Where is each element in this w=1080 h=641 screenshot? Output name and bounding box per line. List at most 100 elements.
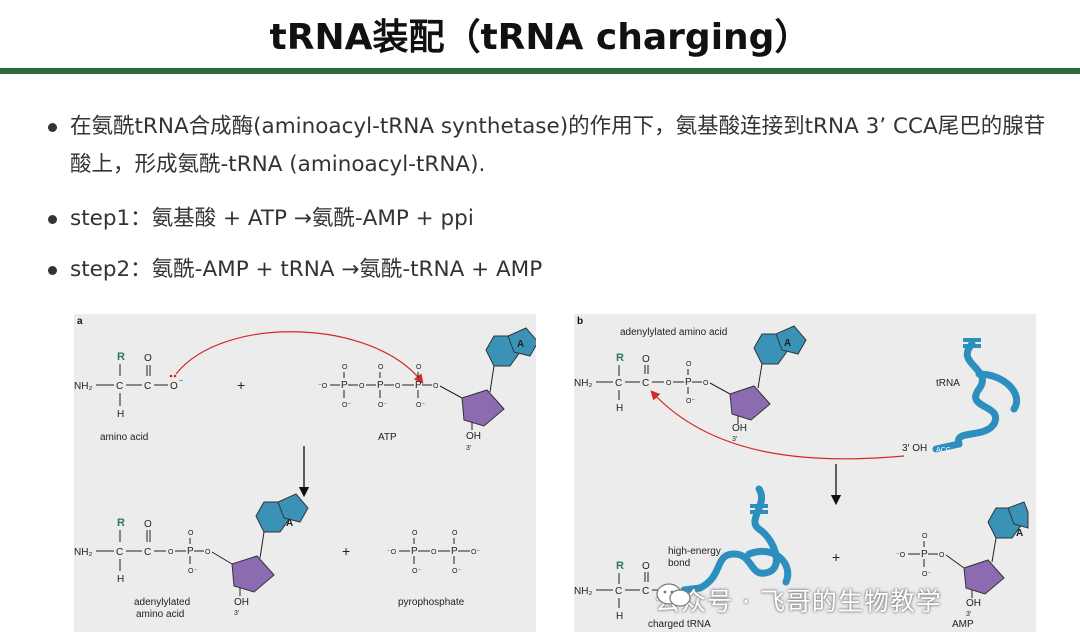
atp-structure: ⁻O P O P O P O O O O O⁻ O⁻ O⁻ A OH 3′: [318, 327, 536, 452]
adenylylated-amino-acid-structure: R NH₂ C H C O O P O O⁻ O A OH 3′: [574, 325, 807, 443]
wechat-logo-icon: [656, 583, 691, 607]
svg-text:NH₂: NH₂: [74, 381, 92, 392]
svg-text:C: C: [615, 586, 622, 597]
panel-a-letter: a: [77, 316, 83, 327]
pyrophosphate-structure: ⁻O P O P O⁻ O O O⁻ O⁻: [387, 530, 480, 575]
adenylylated-label-line1: adenylylated: [134, 597, 190, 608]
oh-label: OH: [966, 598, 981, 609]
atp-label: ATP: [378, 432, 397, 443]
three-prime-label: 3′: [732, 436, 738, 443]
amp-label: AMP: [952, 619, 974, 630]
panel-a-diagram: a R NH₂ C H C O O − amino acid + ⁻O P O …: [74, 316, 536, 620]
svg-text:NH₂: NH₂: [574, 378, 592, 389]
svg-text:C: C: [116, 547, 123, 558]
svg-text:O⁻: O⁻: [342, 402, 351, 409]
title-divider: [0, 68, 1080, 74]
svg-text:O⁻: O⁻: [452, 568, 461, 575]
oh-label: OH: [732, 423, 747, 434]
svg-text:O: O: [342, 364, 348, 371]
charged-trna-label: charged tRNA: [648, 619, 711, 630]
svg-text:C: C: [144, 381, 151, 392]
svg-text:O⁻: O⁻: [922, 571, 931, 578]
bullet-item: step1：氨基酸 + ATP →氨酰-AMP + ppi: [48, 200, 1058, 238]
svg-text:O: O: [703, 380, 709, 387]
svg-text:P: P: [341, 380, 348, 391]
plus-sign: +: [832, 549, 840, 565]
svg-text:O⁻: O⁻: [378, 402, 387, 409]
bullet-text: step1：氨基酸 + ATP →氨酰-AMP + ppi: [70, 206, 474, 231]
svg-text:⁻O: ⁻O: [896, 552, 906, 559]
svg-text:O: O: [433, 383, 439, 390]
svg-text:O: O: [452, 530, 458, 537]
bullet-list: 在氨酰tRNA合成酶(aminoacyl-tRNA synthetase)的作用…: [48, 108, 1058, 289]
svg-text:H: H: [117, 409, 124, 420]
svg-text:H: H: [616, 403, 623, 414]
svg-text:C: C: [615, 378, 622, 389]
amino-acid-structure: R NH₂ C H C O O −: [74, 351, 183, 420]
svg-text:O: O: [431, 549, 437, 556]
adenylylated-amino-acid-structure: R NH₂ C H C O O P O O⁻ O A OH 3′: [74, 493, 309, 617]
svg-text:O⁻: O⁻: [412, 568, 421, 575]
svg-text:O: O: [412, 530, 418, 537]
svg-text:R: R: [117, 351, 125, 363]
svg-text:O: O: [395, 383, 401, 390]
bullet-dot-icon: [48, 215, 57, 224]
svg-text:H: H: [117, 574, 124, 585]
adenine-label: A: [1016, 528, 1023, 539]
figure-panel-b: b adenylylated amino acid R NH₂ C H C O …: [574, 314, 1036, 632]
bullet-text: step2：氨酰-AMP + tRNA →氨酰-tRNA + AMP: [70, 257, 543, 282]
svg-text:P: P: [377, 380, 384, 391]
bullet-text: 在氨酰tRNA合成酶(aminoacyl-tRNA synthetase)的作用…: [70, 114, 1046, 177]
svg-text:O: O: [666, 380, 672, 387]
svg-text:NH₂: NH₂: [574, 586, 592, 597]
svg-text:H: H: [616, 611, 623, 622]
trna-label: tRNA: [936, 378, 960, 389]
bullet-dot-icon: [48, 266, 57, 275]
figure-panel-a: a R NH₂ C H C O O − amino acid + ⁻O P O …: [74, 314, 536, 632]
high-energy-label-line1: high-energy: [668, 546, 721, 557]
svg-text:O: O: [686, 361, 692, 368]
svg-text:R: R: [616, 352, 624, 364]
watermark: 公众号 · 飞哥的生物教学: [655, 582, 942, 618]
acc-label: ACC: [936, 447, 951, 454]
svg-text:O: O: [144, 353, 152, 364]
svg-text:O: O: [939, 552, 945, 559]
svg-text:P: P: [451, 546, 458, 557]
adenine-label: A: [286, 518, 293, 529]
svg-text:O: O: [922, 533, 928, 540]
svg-text:⁻O: ⁻O: [387, 549, 397, 556]
bullet-dot-icon: [48, 123, 57, 132]
svg-text:C: C: [642, 586, 649, 597]
svg-text:O: O: [642, 354, 650, 365]
svg-text:O⁻: O⁻: [416, 402, 425, 409]
watermark-text: 公众号 · 飞哥的生物教学: [655, 587, 942, 616]
svg-text:O: O: [170, 381, 178, 392]
svg-text:−: −: [179, 378, 183, 385]
svg-text:R: R: [616, 560, 624, 572]
svg-text:P: P: [415, 380, 422, 391]
svg-text:R: R: [117, 517, 125, 529]
svg-text:O: O: [416, 364, 422, 371]
plus-sign: +: [237, 377, 245, 393]
adenine-label: A: [784, 338, 791, 349]
trna-structure: ACC: [932, 338, 1020, 454]
svg-text:O: O: [642, 561, 650, 572]
svg-text:P: P: [685, 377, 692, 388]
svg-text:O⁻: O⁻: [471, 549, 480, 556]
svg-text:C: C: [144, 547, 151, 558]
plus-sign: +: [342, 543, 350, 559]
svg-text:O⁻: O⁻: [188, 568, 197, 575]
panel-b-letter: b: [577, 316, 583, 327]
oh-label: OH: [466, 431, 481, 442]
pyrophosphate-label: pyrophosphate: [398, 597, 465, 608]
svg-text:C: C: [116, 381, 123, 392]
svg-text:P: P: [411, 546, 418, 557]
attack-arrow: [650, 390, 905, 460]
amino-acid-label: amino acid: [100, 432, 148, 443]
svg-text:O: O: [205, 549, 211, 556]
three-prime-label: 3′: [966, 611, 972, 618]
svg-text:C: C: [642, 378, 649, 389]
svg-text:P: P: [187, 546, 194, 557]
bullet-item: 在氨酰tRNA合成酶(aminoacyl-tRNA synthetase)的作用…: [48, 108, 1058, 184]
high-energy-label-line2: bond: [668, 558, 690, 569]
